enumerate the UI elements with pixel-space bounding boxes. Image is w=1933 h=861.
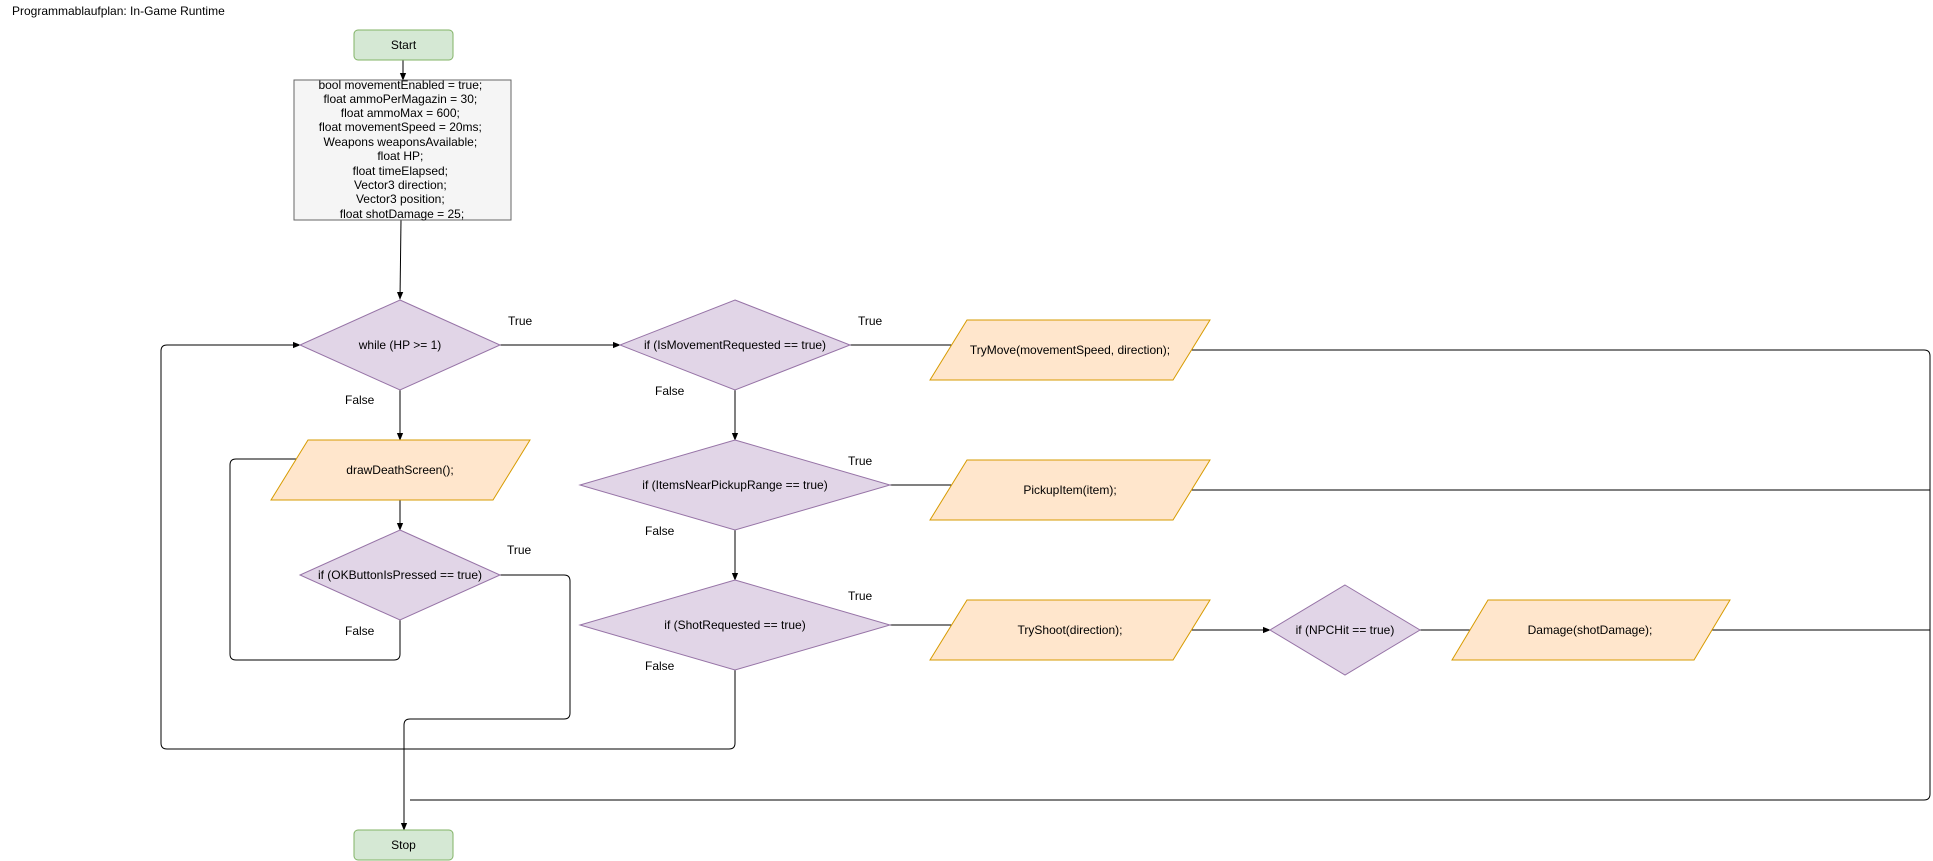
- movement-requested-decision[interactable]: if (IsMovementRequested == true): [618, 299, 852, 391]
- label-items-false: False: [645, 524, 675, 538]
- start-label: Start: [391, 38, 417, 52]
- init-line: float timeElapsed;: [353, 164, 448, 178]
- label-shot-false: False: [645, 659, 675, 673]
- edges: [160, 60, 1931, 831]
- damage-label: Damage(shotDamage);: [1528, 623, 1653, 637]
- label-items-true: True: [848, 454, 873, 468]
- edge-init-while: [396, 219, 404, 300]
- stop-terminal[interactable]: Stop: [353, 829, 454, 861]
- try-shoot-io[interactable]: TryShoot(direction);: [929, 599, 1211, 661]
- init-line: Vector3 position;: [356, 192, 445, 206]
- init-line: float ammoMax = 600;: [341, 106, 460, 120]
- start-terminal[interactable]: Start: [353, 29, 454, 61]
- try-move-io[interactable]: TryMove(movementSpeed, direction);: [929, 319, 1211, 381]
- ok-button-decision[interactable]: if (OKButtonIsPressed == true): [298, 529, 502, 621]
- ok-button-label: if (OKButtonIsPressed == true): [318, 568, 482, 582]
- death-screen-label: drawDeathScreen();: [346, 463, 453, 477]
- label-move-true: True: [858, 314, 883, 328]
- edge-ok-true-stop: [400, 574, 571, 831]
- shot-requested-decision[interactable]: if (ShotRequested == true): [578, 579, 892, 671]
- edge-trymove-bus: [410, 349, 1931, 801]
- init-line: float shotDamage = 25;: [340, 207, 464, 221]
- init-line: float ammoPerMagazin = 30;: [323, 92, 477, 106]
- items-near-decision[interactable]: if (ItemsNearPickupRange == true): [578, 439, 892, 531]
- edge-labels: True False True False True False True Fa…: [345, 314, 883, 673]
- label-ok-true: True: [507, 543, 532, 557]
- try-move-label: TryMove(movementSpeed, direction);: [970, 343, 1170, 357]
- init-variables-text: bool movementEnabled = true; float ammoP…: [318, 78, 485, 221]
- init-variables-box[interactable]: bool movementEnabled = true; float ammoP…: [293, 78, 512, 221]
- pickup-item-io[interactable]: PickupItem(item);: [929, 459, 1211, 521]
- init-line: float movementSpeed = 20ms;: [319, 120, 482, 134]
- init-line: bool movementEnabled = true;: [318, 78, 482, 92]
- edge-shot-false-loop: [160, 341, 736, 750]
- label-ok-false: False: [345, 624, 375, 638]
- label-while-false: False: [345, 393, 375, 407]
- while-hp-decision[interactable]: while (HP >= 1): [298, 299, 502, 391]
- init-line: float HP;: [377, 149, 423, 163]
- init-line: Weapons weaponsAvailable;: [323, 135, 477, 149]
- edge-ok-false-loop: [229, 455, 401, 661]
- label-move-false: False: [655, 384, 685, 398]
- while-hp-label: while (HP >= 1): [358, 338, 441, 352]
- death-screen-io[interactable]: drawDeathScreen();: [270, 439, 531, 501]
- damage-io[interactable]: Damage(shotDamage);: [1451, 599, 1731, 661]
- movement-requested-label: if (IsMovementRequested == true): [644, 338, 826, 352]
- pickup-item-label: PickupItem(item);: [1023, 483, 1116, 497]
- label-shot-true: True: [848, 589, 873, 603]
- npc-hit-label: if (NPCHit == true): [1296, 623, 1395, 637]
- init-line: Vector3 direction;: [354, 178, 447, 192]
- stop-label: Stop: [391, 838, 416, 852]
- try-shoot-label: TryShoot(direction);: [1018, 623, 1123, 637]
- diagram-title: Programmablaufplan: In-Game Runtime: [12, 4, 225, 18]
- items-near-label: if (ItemsNearPickupRange == true): [642, 478, 827, 492]
- shot-requested-label: if (ShotRequested == true): [664, 618, 805, 632]
- npc-hit-decision[interactable]: if (NPCHit == true): [1269, 584, 1421, 676]
- label-while-true: True: [508, 314, 533, 328]
